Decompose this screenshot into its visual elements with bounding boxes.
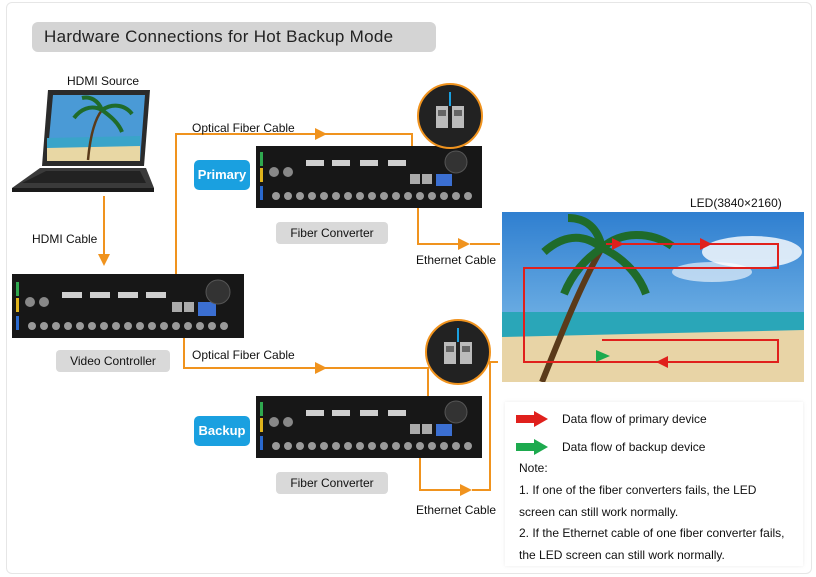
hdmi-source-label: HDMI Source bbox=[67, 74, 140, 88]
note-heading: Note: bbox=[519, 461, 548, 475]
optical-fiber-label-bottom: Optical Fiber Cable bbox=[192, 348, 295, 362]
note-line-1: 1. If one of the fiber converters fails,… bbox=[519, 483, 757, 497]
fiber-converter-backup-label: Fiber Converter bbox=[276, 472, 388, 494]
diagram-frame bbox=[6, 2, 812, 574]
fiber-converter-primary-device bbox=[256, 146, 482, 208]
primary-flow-arrow-icon bbox=[516, 411, 548, 427]
note-line-3: 2. If the Ethernet cable of one fiber co… bbox=[519, 526, 785, 540]
fiber-converter-backup-device bbox=[256, 396, 482, 458]
primary-flow-legend-text: Data flow of primary device bbox=[562, 412, 707, 426]
fiber-converter-primary-label: Fiber Converter bbox=[276, 222, 388, 244]
laptop-icon bbox=[10, 88, 156, 194]
backup-flow-legend-text: Data flow of backup device bbox=[562, 440, 706, 454]
primary-badge: Primary bbox=[194, 160, 250, 190]
video-controller-label: Video Controller bbox=[56, 350, 170, 372]
backup-badge: Backup bbox=[194, 416, 250, 446]
port-zoom-backup bbox=[424, 318, 492, 386]
hdmi-cable-label: HDMI Cable bbox=[32, 232, 98, 246]
optical-fiber-label-top: Optical Fiber Cable bbox=[192, 121, 295, 135]
diagram-title: Hardware Connections for Hot Backup Mode bbox=[32, 22, 436, 52]
note-line-2: screen can still work normally. bbox=[519, 505, 679, 519]
led-screen bbox=[502, 212, 804, 382]
ethernet-label-top: Ethernet Cable bbox=[416, 253, 497, 267]
led-screen-label: LED(3840×2160) bbox=[690, 196, 782, 210]
backup-flow-arrow-icon bbox=[516, 439, 548, 455]
ethernet-label-bottom: Ethernet Cable bbox=[416, 503, 497, 517]
video-controller-device bbox=[12, 274, 244, 338]
port-zoom-primary bbox=[416, 82, 484, 150]
note-line-4: the LED screen can still work normally. bbox=[519, 548, 725, 562]
legend-notes-panel bbox=[505, 402, 803, 566]
